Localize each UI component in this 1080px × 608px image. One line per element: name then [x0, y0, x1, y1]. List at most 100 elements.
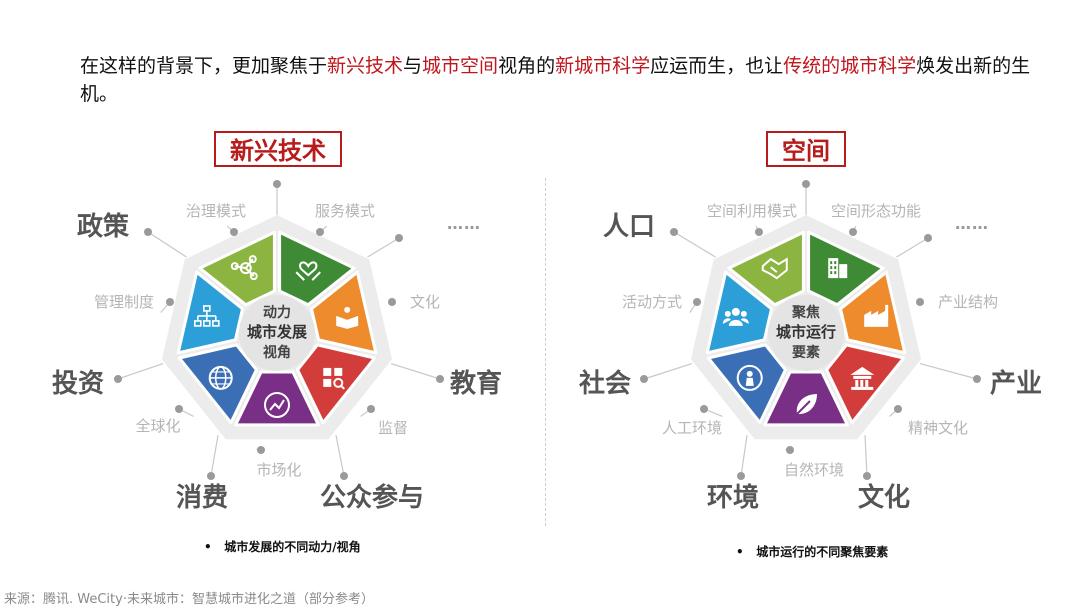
right-connector-dot [849, 228, 857, 236]
left-label-small-5: 全球化 [135, 417, 180, 435]
intro-text-4: 应运而生，也让 [650, 55, 784, 77]
left-connector-dot [436, 375, 444, 383]
right-connector-dot [973, 375, 981, 383]
right-label-small-6: 自然环境 [784, 461, 844, 479]
right-center-text-3: 要素 [792, 344, 820, 361]
left-label-small-4: 管理制度 [94, 293, 154, 311]
building-icon [828, 258, 848, 279]
left-label-small-3: 文化 [410, 293, 440, 311]
left-center-text-3: 视角 [263, 344, 291, 361]
factory-icon [864, 304, 889, 327]
right-connector-dot [786, 446, 794, 454]
left-center-text-2: 城市发展 [247, 323, 307, 341]
right-center-text-2: 城市运行 [776, 323, 836, 341]
left-segment-2 [278, 230, 356, 307]
left-label-big-public: 公众参与 [320, 482, 424, 513]
right-segment-1 [727, 230, 805, 307]
center-divider [545, 178, 546, 526]
people-icon [722, 307, 749, 326]
right-segment-4 [825, 343, 906, 425]
left-label-small-6: 市场化 [256, 461, 301, 479]
left-caption-text: 城市发展的不同动力/视角 [224, 540, 361, 554]
right-connector [864, 435, 868, 477]
left-connector-dot [230, 228, 238, 236]
right-connector [673, 231, 716, 258]
right-connector-dot [693, 298, 701, 306]
right-title-box: 空间 [766, 131, 846, 167]
right-connector-dot [670, 228, 678, 236]
left-connector [210, 435, 219, 477]
left-connector-dot [340, 472, 348, 480]
source-note: 来源：腾讯. WeCity·未来城市：智慧城市进化之道（部分参考） [4, 592, 374, 607]
left-dots: …… [447, 214, 481, 233]
left-center-text-1: 动力 [263, 304, 291, 321]
left-connector-dot [316, 228, 324, 236]
left-connector-dot [388, 298, 396, 306]
left-connector [147, 231, 187, 258]
right-connector-dot [755, 228, 763, 236]
right-center-text-1: 聚焦 [791, 304, 820, 321]
left-connector-dot [257, 446, 265, 454]
right-label-small-3: 产业结构 [938, 293, 998, 311]
left-connector-dot [367, 405, 375, 413]
intro-highlight-1: 新兴技术 [327, 55, 404, 77]
right-connector [919, 362, 978, 380]
left-segment-4 [296, 343, 377, 425]
left-segment-5 [234, 370, 320, 427]
dashboard-search-icon [323, 367, 345, 390]
left-connector-dot [395, 234, 403, 242]
left-connector-dot [114, 375, 122, 383]
right-segment-3 [838, 270, 907, 355]
right-label-big-pop: 人口 [603, 212, 655, 242]
left-connector-dot [144, 228, 152, 236]
intro-text-5: 焕发出新的生机。 [80, 55, 1031, 105]
right-label-big-culture: 文化 [858, 482, 910, 513]
right-connector-dot [737, 472, 745, 480]
right-label-big-society: 社会 [579, 368, 631, 399]
right-caption: • 城市运行的不同聚焦要素 [736, 545, 889, 559]
right-label-big-env: 环境 [707, 482, 759, 513]
handshake-icon [761, 257, 788, 280]
right-connector-dot [863, 472, 871, 480]
right-center-disc [768, 295, 844, 371]
intro-text-2: 与 [403, 55, 423, 77]
network-icon [230, 255, 258, 281]
left-segment-3 [309, 270, 378, 355]
left-label-small-7: 监督 [378, 419, 408, 437]
left-connector-dot [207, 472, 215, 480]
intro-paragraph: 在这样的背景下，更加聚焦于新兴技术与城市空间视角的新城市科学应运而生，也让传统的… [80, 52, 1040, 108]
right-connector-dot [916, 298, 924, 306]
left-connector-dot [175, 405, 183, 413]
left-connector-dot [166, 298, 174, 306]
trend-chart-icon [264, 392, 290, 418]
person-location-icon [736, 364, 763, 391]
right-connector-dot [640, 375, 648, 383]
intro-highlight-2: 城市空间 [422, 55, 499, 77]
right-connector-dot [700, 405, 708, 413]
right-heptagon-diagram: 聚焦城市运行要素空间利用模式空间形态功能……人口活动方式产业结构社会产业人工环境… [579, 180, 1042, 513]
right-label-small-5: 人工环境 [662, 419, 722, 437]
temple-icon [850, 366, 875, 390]
left-title-box: 新兴技术 [214, 131, 342, 167]
book-icon [336, 306, 359, 329]
intro-highlight-4: 传统的城市科学 [783, 55, 917, 77]
right-label-small-2: 空间形态功能 [831, 202, 921, 220]
right-dots: …… [955, 214, 989, 233]
right-connector [740, 435, 748, 477]
intro-text-3: 视角的 [498, 55, 556, 77]
right-connector [896, 237, 929, 258]
right-connector-dot [802, 180, 810, 188]
globe-icon [208, 365, 233, 390]
left-center-disc [239, 295, 315, 371]
right-label-small-4: 活动方式 [622, 293, 682, 311]
left-label-big-edu: 教育 [450, 368, 502, 399]
left-label-big-invest: 投资 [52, 369, 104, 399]
right-connector [643, 362, 693, 380]
heart-hands-icon [295, 261, 321, 281]
left-label-small-2: 服务模式 [315, 202, 375, 220]
left-connector-dot [273, 180, 281, 188]
right-connector-dot [924, 234, 932, 242]
org-chart-icon [194, 305, 220, 327]
left-connector [117, 362, 164, 380]
right-label-big-industry: 产业 [990, 369, 1042, 399]
